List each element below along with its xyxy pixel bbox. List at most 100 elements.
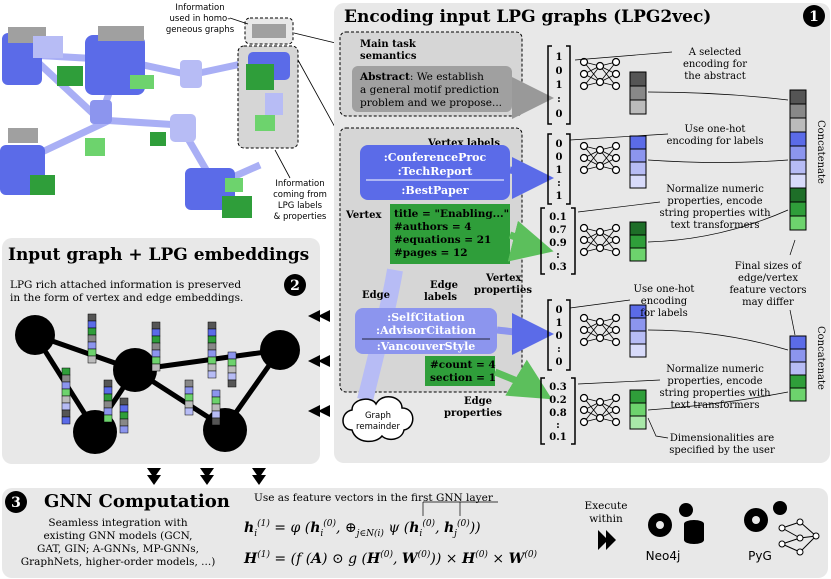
- svg-text:GAT, GIN; A-GNNs, MP-GNNs,: GAT, GIN; A-GNNs, MP-GNNs,: [37, 543, 199, 555]
- embedding-cell: [211, 410, 221, 419]
- embedding-cell: [184, 400, 194, 409]
- vector-abstract: 1 0 1 : 0: [547, 45, 571, 125]
- svg-text:a general motif prediction: a general motif prediction: [360, 84, 499, 96]
- svg-text:used in homo-: used in homo-: [170, 14, 231, 24]
- vector-edge-labels: 0 1 0 : 0: [547, 299, 571, 371]
- embedding-cell: [103, 414, 113, 423]
- neural-net-icon: [579, 57, 621, 91]
- note-onehot-edge: Use one-hot encoding for labels: [569, 284, 694, 319]
- svg-text:edge/vertex: edge/vertex: [738, 273, 798, 284]
- embedding-cell: [207, 342, 217, 351]
- note-abstract: A selected encoding for the abstract: [574, 47, 747, 82]
- embedding-cell: [61, 381, 71, 390]
- svg-text:semantics: semantics: [360, 51, 417, 62]
- svg-text:#count = 4: #count = 4: [430, 359, 496, 371]
- embedding-cell: [87, 348, 97, 357]
- svg-text:Seamless integration with: Seamless integration with: [48, 517, 187, 529]
- badge-3: 3: [5, 491, 27, 513]
- svg-text:0: 0: [556, 109, 563, 120]
- gnn-title: GNN Computation: [44, 491, 230, 512]
- svg-text:text transformers: text transformers: [671, 220, 760, 231]
- edge-caption: Edge: [362, 290, 390, 301]
- embedding-edge-labels: [629, 304, 647, 358]
- neural-net-icon: [579, 393, 621, 427]
- embedding-cell: [227, 379, 237, 388]
- neo4j-icon: Neo4j: [646, 503, 704, 563]
- concatenate-label: Concatenate: [815, 120, 826, 184]
- arrow-vertex-labels: [509, 156, 554, 199]
- svg-text:1: 1: [556, 165, 563, 176]
- concat-edge: [789, 335, 807, 402]
- svg-text:0.9: 0.9: [549, 238, 566, 249]
- svg-text:0.1: 0.1: [549, 212, 566, 223]
- vertex-labels-caption: Vertex labels: [427, 138, 500, 149]
- svg-text:1: 1: [556, 191, 563, 202]
- svg-text::: :: [557, 344, 561, 355]
- svg-text:GraphNets, higher-order models: GraphNets, higher-order models, ...): [21, 556, 216, 568]
- gnn-description: Seamless integration with existing GNN m…: [21, 517, 216, 568]
- svg-text:Graph: Graph: [365, 411, 391, 421]
- badge-1: 1: [803, 5, 825, 27]
- svg-text::: :: [557, 94, 561, 105]
- embedding-cell: [151, 335, 161, 344]
- svg-text:2: 2: [290, 278, 300, 294]
- svg-text:0: 0: [556, 331, 563, 342]
- gnn-equations: hi(1) = φ (hi(0), ⊕j∈N(i) ψ (hi(0), hj(0…: [243, 501, 538, 567]
- embedding-cell: [227, 351, 237, 360]
- svg-text:LPG labels: LPG labels: [278, 201, 323, 211]
- embedding-cell: [211, 417, 221, 426]
- svg-text:encoding for: encoding for: [683, 59, 747, 70]
- embedding-cell: [151, 321, 161, 330]
- embedding-cell: [61, 388, 71, 397]
- neural-net-icon: [579, 223, 621, 257]
- svg-text:0: 0: [556, 139, 563, 150]
- embedding-cell: [184, 379, 194, 388]
- svg-text:#equations = 21: #equations = 21: [394, 234, 491, 246]
- svg-text::VancouverStyle: :VancouverStyle: [377, 340, 476, 353]
- svg-text:Information: Information: [275, 179, 324, 189]
- svg-text:Execute: Execute: [585, 500, 628, 512]
- svg-text:coming from: coming from: [273, 190, 327, 200]
- embedding-cell: [184, 393, 194, 402]
- svg-text::TechReport: :TechReport: [398, 165, 474, 178]
- svg-text:title = "Enabling...": title = "Enabling...": [394, 208, 509, 220]
- embedding-cell: [227, 358, 237, 367]
- svg-text:remainder: remainder: [356, 422, 400, 432]
- embedding-cell: [151, 356, 161, 365]
- embedding-cell: [61, 367, 71, 376]
- graph-remainder-cloud: Graph remainder: [342, 396, 414, 443]
- embedding-vertex-props: [629, 221, 647, 262]
- embedding-cell: [119, 418, 129, 427]
- embedding-cell: [103, 379, 113, 388]
- embedding-cell: [87, 355, 97, 364]
- svg-text:1: 1: [556, 318, 563, 329]
- arrow-abstract: [510, 76, 554, 119]
- svg-text:feature vectors: feature vectors: [729, 285, 806, 296]
- embedding-cell: [103, 407, 113, 416]
- pyg-icon: PyG: [744, 501, 820, 563]
- info-lpg-label: Information coming from LPG labels & pro…: [273, 149, 327, 222]
- embedding-cell: [103, 393, 113, 402]
- svg-text:Normalize numeric: Normalize numeric: [666, 364, 764, 375]
- concatenate-label: Concatenate: [815, 326, 826, 390]
- svg-text:existing GNN models (GCN,: existing GNN models (GCN,: [43, 530, 192, 542]
- embedding-cell: [151, 328, 161, 337]
- svg-text:properties, encode: properties, encode: [667, 376, 762, 387]
- gnn-panel: [2, 488, 828, 578]
- svg-text:properties, encode: properties, encode: [667, 196, 762, 207]
- svg-text:& properties: & properties: [274, 212, 327, 222]
- embedding-abstract: [629, 71, 647, 115]
- execute-within: Execute within: [585, 500, 628, 550]
- note-onehot: Use one-hot encoding for labels: [569, 124, 764, 147]
- embedding-cell: [184, 407, 194, 416]
- vertex-caption: Vertex: [345, 210, 382, 221]
- embedding-edge-props: [629, 389, 647, 430]
- svg-text:Neo4j: Neo4j: [646, 549, 681, 563]
- svg-text:specified by the user: specified by the user: [669, 445, 775, 456]
- svg-text:Information: Information: [175, 3, 224, 13]
- embedding-cell: [207, 321, 217, 330]
- vertex-label-box: [360, 145, 510, 200]
- svg-text:string properties with: string properties with: [659, 388, 771, 399]
- note-normalize: Normalize numeric properties, encode str…: [577, 184, 771, 231]
- embedding-cell: [87, 327, 97, 336]
